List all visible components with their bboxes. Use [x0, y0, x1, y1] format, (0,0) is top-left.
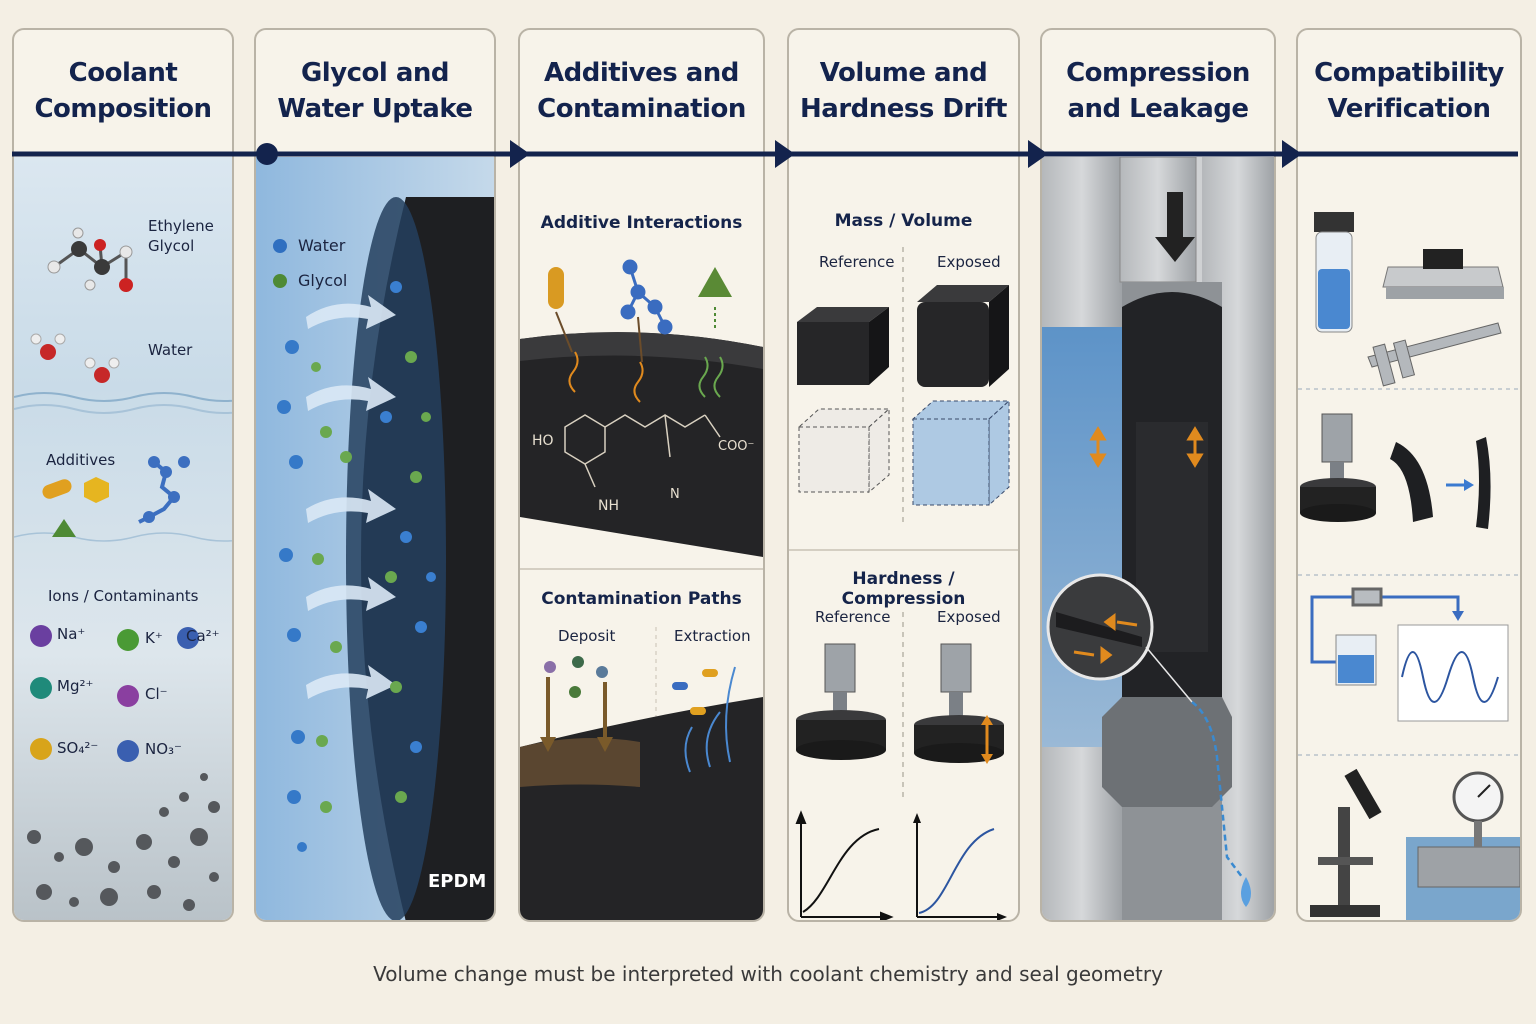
coolant-illustration: Ethylene Glycol Water Additives Ions / C… — [14, 157, 232, 920]
exposed-wireframe-cube-icon — [911, 399, 1011, 507]
compressed-seal-icon — [1390, 442, 1433, 522]
sediment-particles-icon — [27, 773, 220, 911]
water-label: Water — [148, 341, 193, 359]
vial-icon — [1314, 212, 1354, 333]
panel-compatibility-verification: Compatibility Verification — [1296, 28, 1522, 922]
uptake-arrows-icon — [306, 295, 396, 699]
additive-polymer-icon — [620, 259, 673, 335]
reference-curve-icon — [795, 810, 894, 920]
drift-diagram — [789, 247, 1018, 920]
water-legend-dot — [273, 239, 287, 253]
rubber-slab-icon — [520, 332, 763, 557]
hardness-tester-icon — [1300, 413, 1376, 522]
chem-coo-label: COO⁻ — [718, 439, 755, 454]
gap-arrows-icon — [1089, 426, 1204, 468]
ion-mg-label: Mg²⁺ — [57, 677, 94, 695]
ion-k-icon — [117, 629, 139, 651]
chemical-structure-icon — [564, 414, 721, 488]
panel-title: Glycol and Water Uptake — [277, 58, 473, 124]
reference-indenter-icon — [796, 643, 886, 760]
additives-icon — [42, 456, 190, 537]
ion-ca-label: Ca²⁺ — [186, 627, 220, 645]
additive-triangle-icon — [698, 267, 732, 297]
reference-wireframe-cube-icon — [797, 407, 891, 494]
extraction-label: Extraction — [674, 627, 751, 645]
reference-cube-icon — [797, 307, 889, 385]
deposit-label: Deposit — [558, 627, 616, 645]
exposed-label-bottom: Exposed — [937, 608, 1001, 626]
circulation-loop-icon — [1310, 587, 1460, 664]
footer-caption: Volume change must be interpreted with c… — [373, 962, 1163, 986]
ion-cl-label: Cl⁻ — [145, 685, 168, 703]
ions-heading: Ions / Contaminants — [48, 587, 199, 605]
panel-coolant-composition: Coolant Composition — [12, 28, 234, 922]
reference-label-top: Reference — [819, 253, 895, 271]
epdm-label: EPDM — [428, 871, 487, 892]
hardness-compression-title: Hardness / Compression — [841, 569, 966, 609]
additives-label: Additives — [46, 451, 116, 469]
panel-title: Volume and Hardness Drift — [800, 58, 1007, 124]
additives-diagram — [520, 259, 763, 920]
leakage-illustration — [1042, 156, 1274, 920]
ion-k-label: K⁺ — [145, 629, 163, 647]
leak-drop-icon — [1241, 877, 1251, 907]
panel-compression-leakage: Compression and Leakage — [1040, 28, 1276, 922]
panel-glycol-water-uptake: Glycol and Water Uptake — [254, 28, 496, 922]
ion-na-icon — [30, 625, 52, 647]
ion-so4-icon — [30, 738, 52, 760]
panel-additives-contamination: Additives and Contamination Additive Int… — [518, 28, 765, 922]
panel-volume-hardness-drift: Volume and Hardness Drift Mass / Volume … — [787, 28, 1020, 922]
ion-so4-label: SO₄²⁻ — [57, 739, 99, 757]
panel-title: Additives and Contamination — [537, 58, 746, 124]
ion-cl-icon — [117, 685, 139, 707]
leak-path-icon — [1191, 701, 1243, 878]
mass-volume-title: Mass / Volume — [834, 211, 973, 231]
exposed-curve-icon — [913, 813, 1007, 920]
glycol-legend-label: Glycol — [298, 271, 348, 290]
beaker-icon — [1335, 634, 1377, 686]
contamination-paths-title: Contamination Paths — [541, 589, 742, 609]
test-chart-icon — [1397, 624, 1509, 722]
exposed-indenter-icon — [914, 643, 1004, 764]
chem-n-label: N — [670, 487, 680, 502]
panel-title: Compatibility Verification — [1314, 58, 1504, 124]
microscope-icon — [1310, 768, 1382, 917]
reference-label-bottom: Reference — [815, 608, 891, 626]
water-legend-label: Water — [298, 236, 346, 255]
ion-no3-label: NO₃⁻ — [145, 740, 182, 758]
additive-capsule-icon — [548, 267, 564, 309]
ion-no3-icon — [117, 740, 139, 762]
recovered-seal-icon — [1476, 437, 1491, 529]
pipe-icon — [1417, 846, 1520, 888]
epdm-uptake-diagram — [256, 157, 494, 920]
coolant-water-background — [14, 157, 232, 920]
panel-title: Compression and Leakage — [1066, 58, 1250, 124]
coolant-fluid-icon — [1042, 327, 1122, 747]
drift-illustration: Mass / Volume Reference Exposed — [789, 157, 1018, 920]
glycol-legend-dot — [273, 274, 287, 288]
additives-illustration: Additive Interactions — [520, 157, 763, 920]
uptake-illustration: Water Glycol EPDM — [256, 157, 494, 920]
verification-diagram — [1298, 212, 1520, 920]
panel-title: Coolant Composition — [34, 58, 212, 124]
seal-groove-diagram — [1042, 156, 1274, 920]
water-glycol-particles — [277, 281, 436, 852]
ethylene-glycol-label: Ethylene Glycol — [148, 217, 214, 255]
scale-icon — [1382, 249, 1504, 299]
compression-arrow-icon — [1155, 237, 1195, 262]
chem-ho-label: HO — [532, 433, 554, 449]
exposed-cube-icon — [917, 285, 1009, 387]
water-molecule-icon — [30, 333, 120, 383]
ethylene-glycol-molecule-icon — [47, 227, 133, 292]
exposed-label-top: Exposed — [937, 253, 1001, 271]
additive-interactions-title: Additive Interactions — [540, 213, 743, 233]
verification-illustration — [1298, 157, 1520, 920]
ion-ca-icon — [177, 627, 199, 649]
chem-nh-label: NH — [598, 498, 619, 514]
caliper-icon — [1367, 322, 1502, 387]
ion-mg-icon — [30, 677, 52, 699]
ion-na-label: Na⁺ — [57, 625, 86, 643]
